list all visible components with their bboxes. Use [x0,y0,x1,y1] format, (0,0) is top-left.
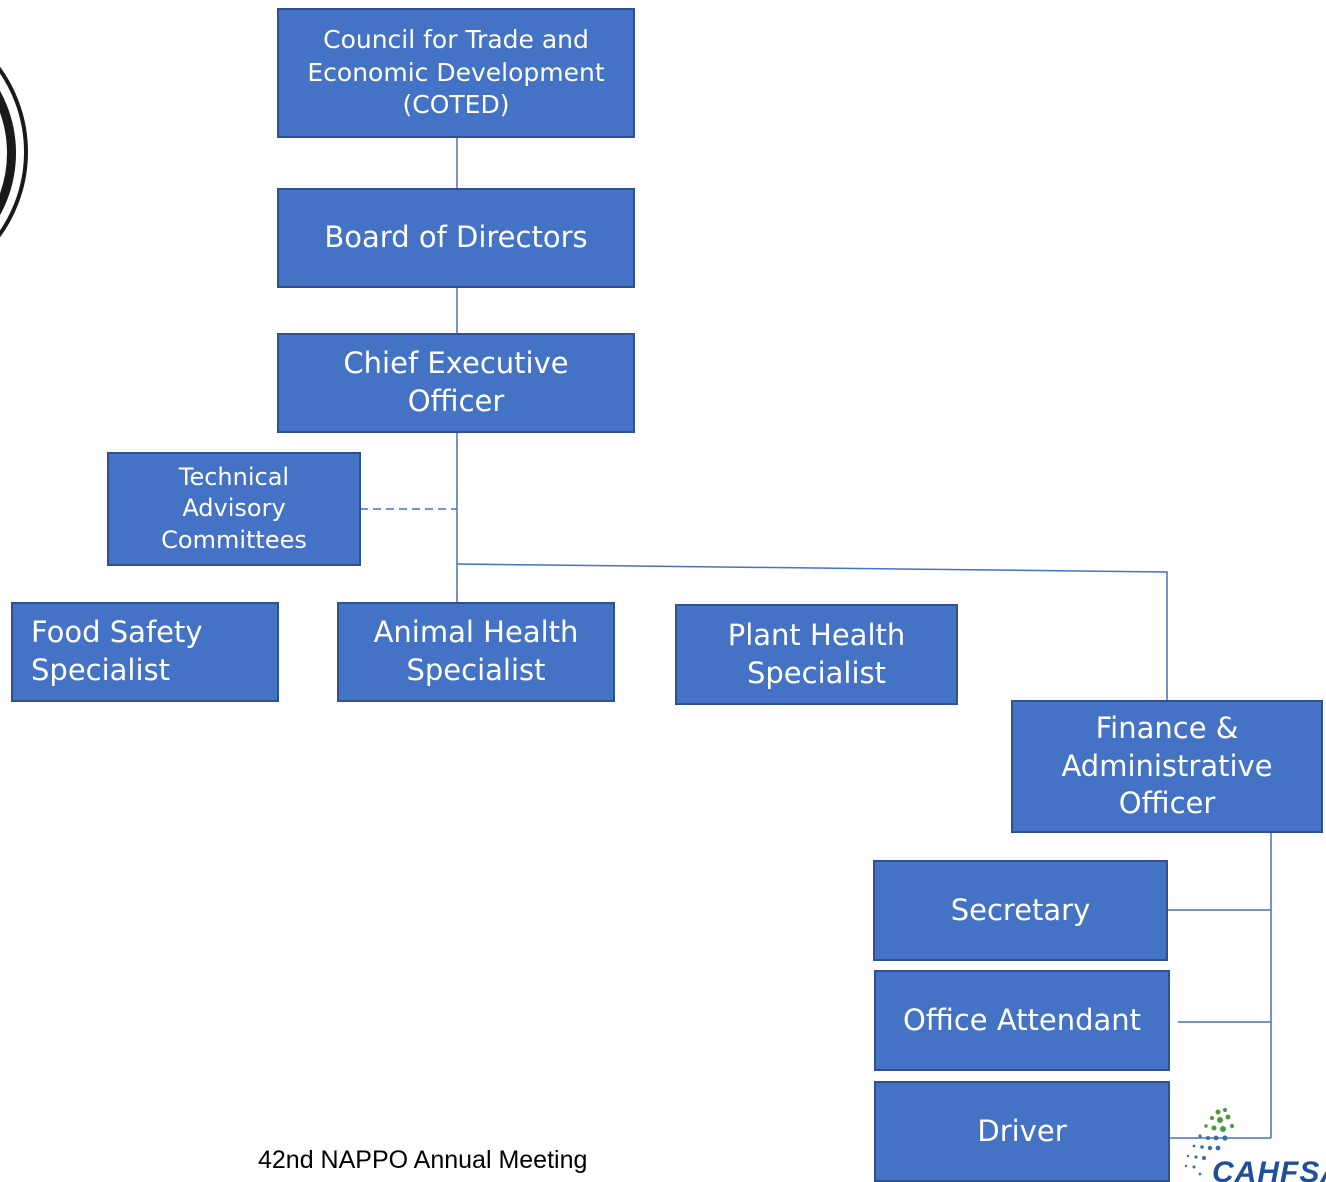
logo-text: CAHFSA [1212,1156,1326,1182]
node-plant-health-label: Plant Health Specialist [727,617,906,690]
node-technical-advisory-committees: Technical Advisory Committees [107,452,361,566]
node-animal-health-specialist: Animal Health Specialist [337,602,615,702]
node-food-safety-label: Food Safety Specialist [31,615,203,687]
node-driver: Driver [874,1081,1170,1182]
node-office-attendant-label: Office Attendant [902,1002,1142,1037]
node-secretary-label: Secretary [950,892,1091,927]
node-board-of-directors: Board of Directors [277,188,635,288]
node-finance-administrative-officer: Finance & Administrative Officer [1011,700,1323,833]
node-coted-label: Council for Trade and Economic Developme… [307,25,605,120]
connector-ceo-finance [456,563,1168,701]
node-plant-health-specialist: Plant Health Specialist [675,604,958,705]
node-board-label: Board of Directors [324,220,588,255]
logo-dots-icon [1184,1108,1234,1176]
node-chief-executive-officer: Chief Executive Officer [277,333,635,433]
node-ceo-label: Chief Executive Officer [343,346,569,418]
node-coted: Council for Trade and Economic Developme… [277,8,635,138]
node-tac-label: Technical Advisory Committees [161,463,307,554]
node-driver-label: Driver [977,1113,1067,1148]
cahfsa-logo: CAHFSA [1178,1104,1326,1182]
footer-meeting-name: 42nd NAPPO Annual Meeting [258,1146,588,1174]
node-office-attendant: Office Attendant [874,970,1170,1071]
node-food-safety-specialist: Food Safety Specialist [11,602,279,702]
node-finance-label: Finance & Administrative Officer [1061,710,1273,821]
node-secretary: Secretary [873,860,1168,961]
node-animal-health-label: Animal Health Specialist [373,615,579,687]
